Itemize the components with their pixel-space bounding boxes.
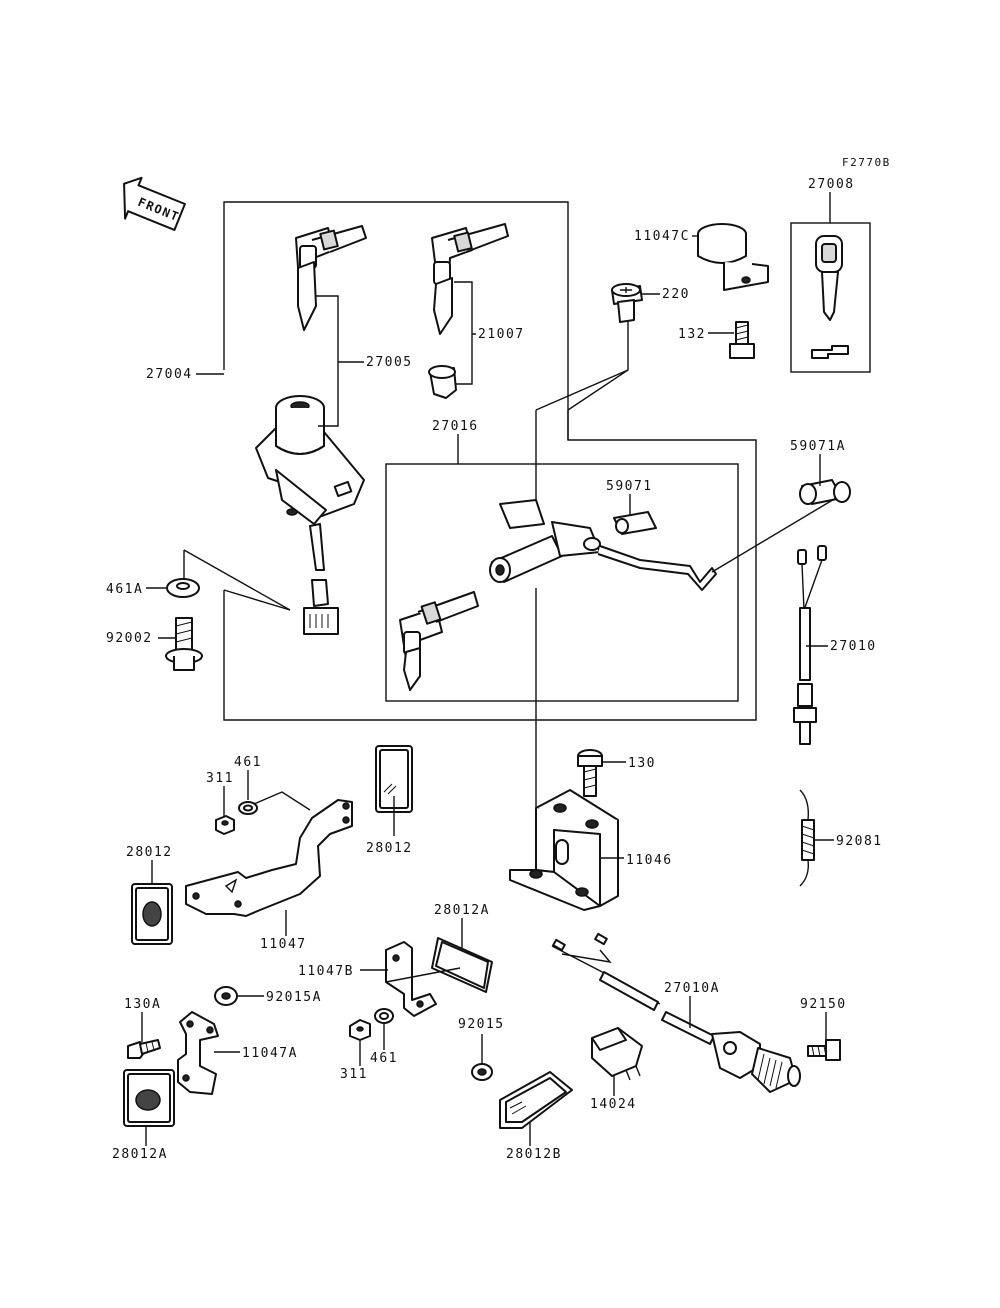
nut-311-top [215,815,235,835]
label-21007: 21007 [478,327,525,342]
reflector-28012A-bottom [123,1069,175,1127]
reflector-28012B [499,1071,573,1129]
bolt-130A [127,1039,161,1059]
label-92150: 92150 [800,997,847,1012]
lock-cylinder [428,365,457,399]
washer-461-bottom [374,1008,394,1024]
label-311-top: 311 [206,771,234,786]
bolt-130 [577,749,603,797]
label-59071: 59071 [606,479,653,494]
bolt-92150 [807,1039,841,1061]
kit-frame-27004 [223,201,757,721]
bolt-92002 [165,617,203,671]
label-92015A: 92015A [266,990,322,1005]
label-27008: 27008 [808,177,855,192]
reflector-28012A-top [431,937,493,993]
label-130: 130 [628,756,656,771]
label-11047A: 11047A [242,1046,298,1061]
label-461-bottom: 461 [370,1051,398,1066]
label-27010A: 27010A [664,981,720,996]
clip-59071 [613,511,657,535]
label-28012-right: 28012 [366,841,413,856]
washer-461A [166,578,200,598]
label-28012B: 28012B [506,1147,562,1162]
cable-end-59071A [799,479,851,505]
key-21007 [431,223,509,335]
bolt-132 [729,321,755,359]
label-28012A-top: 28012A [434,903,490,918]
label-92081: 92081 [836,834,883,849]
key-27008 [811,235,849,359]
bracket-11047B [385,941,437,1017]
label-59071A: 59071A [790,439,846,454]
label-27010: 27010 [830,639,877,654]
bracket-11047 [185,799,353,917]
label-28012-left: 28012 [126,845,173,860]
spring-92081 [799,789,815,887]
kit-frame-27016 [385,463,739,702]
switch-27010 [793,545,827,745]
key-27005 [295,225,367,331]
reflector-28012-left [131,883,173,945]
figure-code: F2770B [842,156,891,169]
label-28012A-bottom: 28012A [112,1147,168,1162]
switch-27010A [551,932,801,1093]
label-92002: 92002 [106,631,153,646]
label-11047: 11047 [260,937,307,952]
bracket-11047A [177,1011,219,1095]
nut-92015A [214,986,238,1006]
label-311-bottom: 311 [340,1067,368,1082]
label-132: 132 [678,327,706,342]
label-92015: 92015 [458,1017,505,1032]
label-11046: 11046 [626,853,673,868]
front-arrow-icon: FRONT [123,176,186,231]
reflector-28012-right [375,745,413,813]
label-461-top: 461 [234,755,262,770]
label-11047B: 11047B [298,964,354,979]
washer-461-top [238,801,258,815]
label-220: 220 [662,287,690,302]
label-461A: 461A [106,582,143,597]
bracket-11046 [509,789,619,911]
label-14024: 14024 [590,1097,637,1112]
clamp-11047C [697,223,769,291]
seat-lock [489,499,717,591]
label-130A: 130A [124,997,161,1012]
screw-220 [611,283,643,323]
label-27016: 27016 [432,419,479,434]
nut-92015 [471,1063,493,1081]
switch-14024 [591,1027,643,1081]
nut-311-bottom [349,1019,371,1041]
ignition-switch [255,395,365,635]
label-27004: 27004 [146,367,193,382]
label-27005: 27005 [366,355,413,370]
label-11047C: 11047C [634,229,690,244]
leader-lines [141,192,834,1146]
key-27016 [399,591,479,691]
